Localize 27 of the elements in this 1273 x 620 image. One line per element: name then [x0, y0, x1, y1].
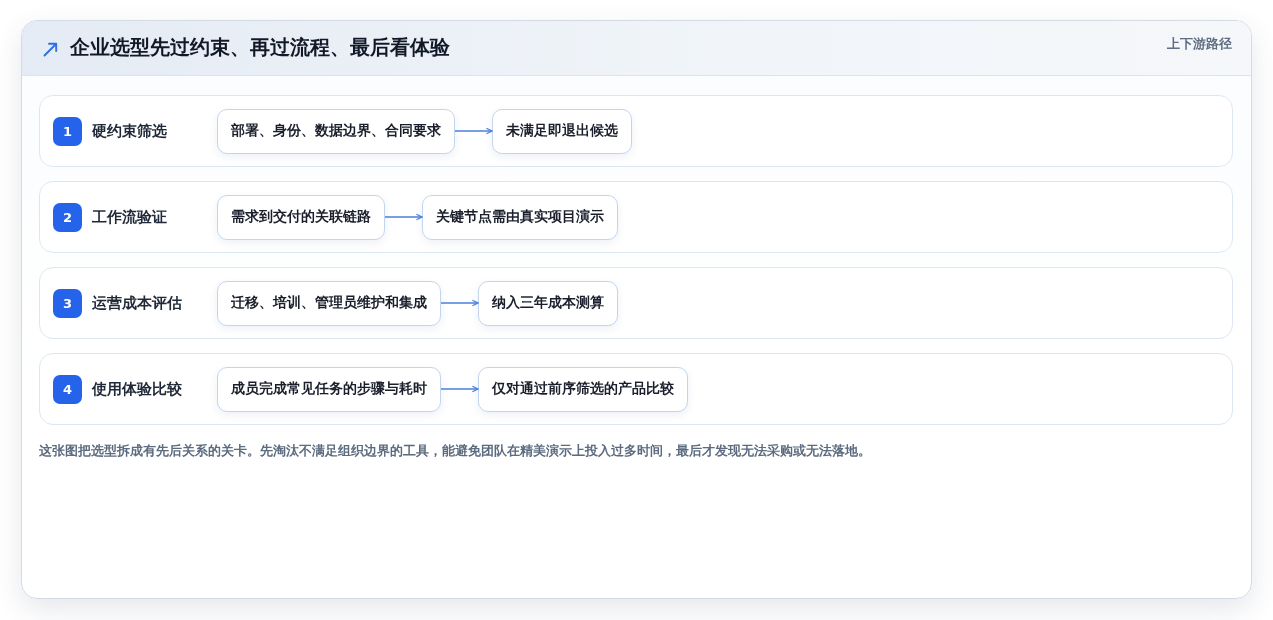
stage-row — [39, 267, 1233, 339]
stage-row — [39, 95, 1233, 167]
process-box: 未满足即退出候选 — [492, 108, 632, 154]
diagram-title: 企业选型先过约束、再过流程、最后看体验 — [70, 35, 450, 61]
stage-label: 运营成本评估 — [92, 293, 183, 313]
arrow — [454, 127, 493, 135]
stage-row — [39, 353, 1233, 425]
header-label: 上下游路径 — [1167, 35, 1232, 53]
stage-row — [39, 181, 1233, 253]
process-box: 迁移、培训、管理员维护和集成 — [217, 280, 441, 326]
arrow — [384, 213, 423, 221]
process-box: 部署、身份、数据边界、合同要求 — [217, 108, 455, 154]
process-box: 成员完成常见任务的步骤与耗时 — [217, 366, 441, 412]
number-badge: 1 — [53, 116, 82, 146]
caption-text: 这张图把选型拆成有先后关系的关卡。先淘汰不满足组织边界的工具，能避免团队在精美演示上投入过多时间，最后才发现无法采购或无法落地。 — [39, 442, 871, 460]
process-box: 关键节点需由真实项目演示 — [422, 194, 618, 240]
stage-label: 工作流验证 — [92, 207, 168, 227]
arrow — [440, 299, 479, 307]
process-box: 需求到交付的关联链路 — [217, 194, 385, 240]
stage-label: 硬约束筛选 — [92, 121, 168, 141]
arrow — [440, 385, 479, 393]
number-badge: 3 — [53, 288, 82, 318]
process-box: 纳入三年成本测算 — [478, 280, 618, 326]
number-badge: 2 — [53, 202, 82, 232]
stage-label: 使用体验比较 — [92, 379, 183, 399]
number-badge: 4 — [53, 374, 82, 404]
process-box: 仅对通过前序筛选的产品比较 — [478, 366, 688, 412]
